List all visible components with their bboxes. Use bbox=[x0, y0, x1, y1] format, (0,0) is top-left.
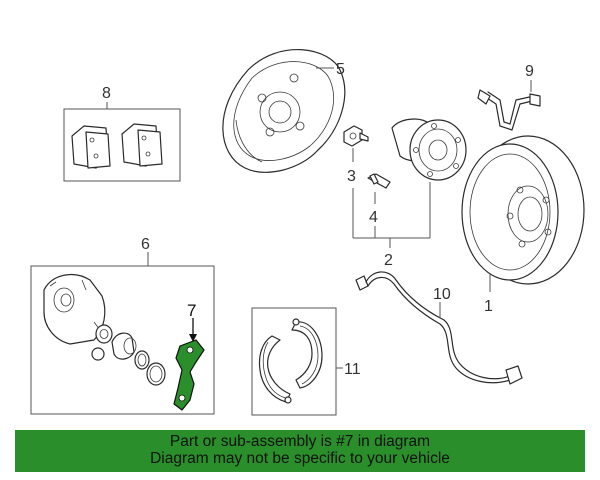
caliper-support-bracket-highlighted bbox=[173, 339, 205, 411]
callout-1: 1 bbox=[484, 298, 493, 315]
callout-2: 2 bbox=[384, 252, 393, 269]
brake-caliper-drawing bbox=[43, 273, 166, 386]
parking-brake-shoes-group-box bbox=[251, 307, 337, 416]
callout-6: 6 bbox=[141, 236, 150, 253]
backing-plate-drawing bbox=[222, 48, 346, 173]
parking-brake-shoes-drawing bbox=[258, 318, 323, 404]
brake-pads-group-box bbox=[63, 108, 181, 182]
wheel-hub-drawing bbox=[391, 118, 467, 181]
callout-7: 7 bbox=[187, 301, 196, 320]
brake-pads-drawing bbox=[71, 123, 163, 169]
stud-drawing bbox=[367, 173, 391, 189]
callout-11: 11 bbox=[344, 361, 361, 378]
banner-line-1: Part or sub-assembly is #7 in diagram bbox=[169, 433, 431, 450]
callout-8: 8 bbox=[102, 85, 111, 102]
callout-2-bracket bbox=[352, 182, 431, 248]
callout-7-arrowhead bbox=[189, 334, 197, 342]
bolt-drawing bbox=[343, 125, 369, 147]
callout-9: 9 bbox=[525, 63, 534, 80]
abs-sensor-cable-drawing bbox=[355, 271, 523, 385]
banner-line-2: Diagram may not be specific to your vehi… bbox=[150, 450, 450, 467]
callout-3: 3 bbox=[347, 168, 356, 185]
callout-4: 4 bbox=[369, 209, 378, 226]
brake-hose-drawing bbox=[477, 89, 541, 131]
info-banner: Part or sub-assembly is #7 in diagram Di… bbox=[15, 430, 585, 472]
callout-5: 5 bbox=[336, 61, 345, 78]
caliper-assembly-group-box bbox=[30, 265, 215, 415]
callout-10: 10 bbox=[433, 286, 451, 303]
brake-rotor-drawing bbox=[461, 135, 585, 285]
